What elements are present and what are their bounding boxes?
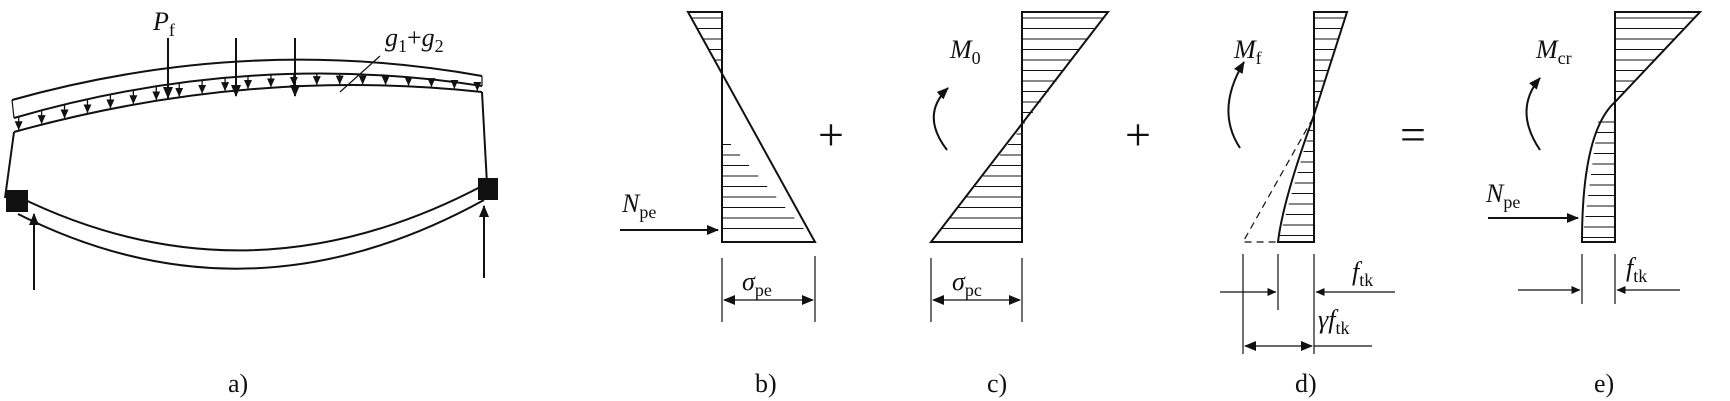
load-leader-line: [339, 55, 381, 93]
panel-c-caption: c): [987, 369, 1007, 398]
moment-mf-label: Mf: [1233, 35, 1262, 68]
panel-e-cracking-moment: Mcr Npe ftk e): [1485, 11, 1703, 398]
panel-e-caption: e): [1594, 369, 1614, 398]
distributed-load-label: g1+g2: [385, 23, 444, 56]
anchorages: [6, 178, 498, 212]
panel-b-hatch: [691, 17, 804, 229]
panel-d-cracking: Mf ftk γftk d): [1220, 11, 1395, 398]
panel-d-elastic-dashed: [1241, 117, 1314, 243]
moment-m0-label: M0: [949, 35, 981, 68]
panel-b-stress-label: σpe: [742, 267, 772, 300]
support-reactions: [29, 205, 489, 290]
point-load-arrows: [163, 38, 300, 99]
prestress-force-label: Npe: [621, 189, 656, 222]
panel-b-prestress: Npe σpe b): [620, 11, 817, 398]
panel-d-hatch: [1279, 17, 1346, 236]
panel-d-stress-outline: [1276, 11, 1349, 243]
panel-b-stress-outline: [686, 11, 817, 243]
panel-e-ftk-label: ftk: [1626, 253, 1647, 286]
moment-mf-arrow: [1227, 61, 1245, 149]
equals-operator: =: [1400, 109, 1426, 160]
moment-m0-arrow: [932, 87, 949, 151]
distributed-load-arrows: [14, 73, 482, 131]
panel-c-moment: M0 σpc c): [928, 11, 1111, 398]
panel-c-hatch: [941, 17, 1104, 229]
panel-e-hatch: [1582, 17, 1695, 238]
panel-a-beam: Pf g1+g2 a): [4, 7, 498, 398]
panel-b-caption: b): [755, 369, 777, 398]
panel-c-stress-label: σpc: [952, 267, 982, 300]
moment-mcr-label: Mcr: [1535, 35, 1572, 68]
panel-d-ftk-label: ftk: [1352, 257, 1373, 290]
panel-e-prestress-label: Npe: [1485, 179, 1520, 212]
panel-d-gamma-ftk-label: γftk: [1318, 305, 1350, 338]
panel-e-stress-outline: [1580, 11, 1703, 243]
panel-c-stress-outline: [928, 11, 1111, 243]
panel-d-caption: d): [1295, 369, 1317, 398]
beam-body: [4, 84, 488, 270]
moment-mcr-arrow: [1525, 77, 1541, 151]
plus-operator-1: +: [818, 109, 844, 160]
point-load-label: Pf: [152, 7, 175, 40]
panel-a-caption: a): [228, 369, 248, 398]
plus-operator-2: +: [1125, 109, 1151, 160]
